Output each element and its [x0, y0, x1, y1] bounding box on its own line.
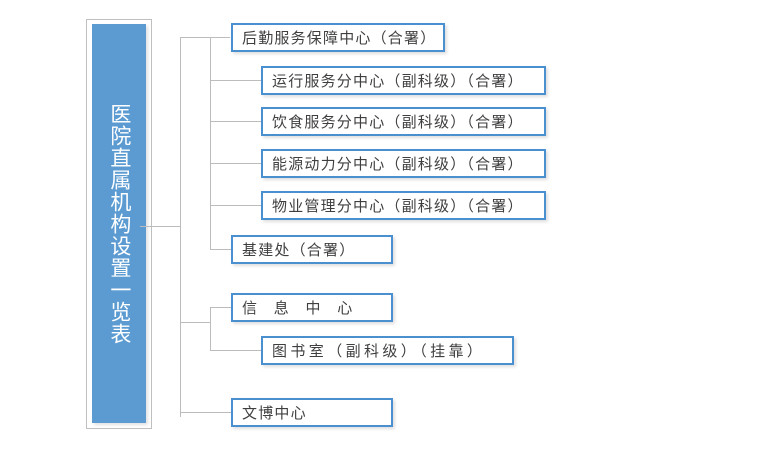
- node-logistics-center[interactable]: 后勤服务保障中心（合署）: [231, 23, 445, 52]
- node-property-mgmt-subcenter[interactable]: 物业管理分中心（副科级）（合署）: [261, 191, 546, 220]
- node-operations-subcenter[interactable]: 运行服务分中心（副科级）（合署）: [261, 66, 546, 95]
- connector-logistics-subspine: [210, 37, 211, 249]
- node-library[interactable]: 图书室（副科级）（挂靠）: [261, 336, 514, 365]
- title-plaque-fill: [92, 24, 146, 423]
- connector-main-spine: [180, 37, 181, 417]
- connector-to-information-center: [210, 307, 231, 308]
- connector-to-operations-subcenter: [210, 80, 261, 81]
- connector-to-logistics-group: [180, 37, 230, 38]
- page-title: 医院直属机构设置一览表: [107, 102, 132, 345]
- connector-trunk: [140, 226, 181, 227]
- connector-to-energy-power-subcenter: [210, 163, 261, 164]
- node-capital-construction[interactable]: 基建处（合署）: [231, 235, 393, 264]
- connector-info-subspine: [210, 307, 211, 350]
- node-information-center[interactable]: 信 息 中 心: [231, 293, 393, 322]
- node-culture-museum-center[interactable]: 文博中心: [231, 398, 393, 427]
- connector-to-catering-subcenter: [210, 121, 261, 122]
- node-catering-subcenter[interactable]: 饮食服务分中心（副科级）（合署）: [261, 107, 546, 136]
- connector-to-property-mgmt-subcenter: [210, 205, 261, 206]
- connector-to-library: [210, 350, 261, 351]
- connector-to-info-group: [180, 322, 211, 323]
- connector-to-capital-construction: [210, 249, 231, 250]
- connector-to-culture-museum-center: [180, 412, 231, 413]
- node-energy-power-subcenter[interactable]: 能源动力分中心（副科级）（合署）: [261, 149, 546, 178]
